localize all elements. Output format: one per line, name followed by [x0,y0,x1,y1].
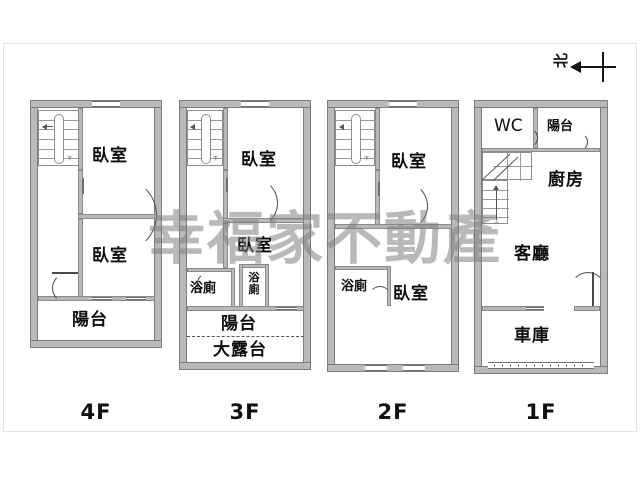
wall-exterior-top [474,100,608,108]
stair-handrail [54,114,64,164]
window-balcony-left [92,297,112,300]
room-label-balcony: 陽台 [72,310,108,330]
window-top [389,101,417,107]
staircase: 下 [38,110,80,166]
wall-exterior-left [30,100,38,348]
stair-handrail [351,114,361,164]
floor-label-2f: 2F [377,400,409,424]
garage-roller-door [488,362,594,369]
wall-wc-balcony-bottom [482,148,600,152]
staircase: 下 [335,110,376,166]
room-label-bathroom-1: 浴廁 [190,281,217,296]
floor-label-4f: 4F [80,400,112,424]
room-label-kitchen: 廚房 [548,170,584,190]
door-leaf-garage [592,272,594,306]
room-label-garage: 車庫 [514,326,550,346]
window-bottom-right [403,365,425,371]
wall-exterior-right [451,100,459,372]
floor-label-3f: 3F [229,400,261,424]
door-swing-bathroom-1 [197,272,221,296]
floor-plan-3f: 下 臥室 臥室 浴廁 浴廁 陽台 大露台 3F [179,100,311,424]
divider-balcony-terrace [187,336,304,337]
window-balcony-right [126,297,146,300]
door-swing-balcony [52,273,82,303]
room-label-balcony: 陽台 [221,314,257,334]
window-garage-partition [526,307,544,310]
wall-exterior-bottom [30,340,162,348]
door-swing-bedroom-upper [380,182,428,230]
door-swing-bathroom [369,286,391,308]
door-swing-balcony [570,133,588,151]
room-label-bedroom-2: 臥室 [237,236,273,256]
compass-horizontal-bar [574,66,616,68]
room-label-bedroom-2: 臥室 [92,246,128,266]
window-bottom-left [365,365,387,371]
door-leaf-bedroom-upper [378,182,380,196]
staircase: 下 [187,110,224,166]
wall-bathroom-top [335,266,391,270]
door-swing-garage [570,272,606,308]
stair-direction-lines [482,153,519,181]
door-leaf-bedroom-upper [226,178,228,192]
room-label-bedroom-1: 臥室 [92,146,128,166]
room-label-bedroom-1: 臥室 [241,150,277,170]
wall-exterior-right [303,100,311,370]
door-leaf-balcony [52,272,78,274]
wall-exterior-bottom [327,364,459,372]
wall-corridor-right-upper [375,170,380,226]
wall-bathroom2-right [265,264,269,308]
wall-exterior-bottom [179,362,311,370]
stair-handrail [201,114,211,164]
room-label-bathroom-2: 浴廁 [248,271,260,296]
room-label-large-terrace: 大露台 [213,340,267,360]
room-label-bathroom: 浴廁 [341,279,368,294]
room-label-bedroom-1: 臥室 [391,152,427,172]
floor-plan-4f: 下 臥室 臥室 陽台 4F [30,100,162,424]
compass-north-label: 北 [552,52,571,69]
room-label-living-room: 客廳 [514,244,550,264]
compass-north-arrow-icon: 北 [552,50,616,84]
window-top [92,101,120,107]
wall-balcony-partition [187,306,304,311]
wall-bathroom1-right [231,268,235,308]
door-leaf-bedroom-upper [82,178,84,194]
door-swing-bedroom-upper [83,178,157,252]
wall-bathroom2-left [239,264,243,308]
window-top [241,101,269,107]
door-swing-bedroom-upper [228,178,278,228]
wall-exterior-left [179,100,187,370]
staircase-lower-run: 上 [482,180,509,224]
wall-exterior-left [474,100,482,374]
compass-arrowhead [570,61,581,73]
room-label-balcony: 陽台 [547,119,574,134]
wall-corridor-right-lower [223,223,228,268]
door-swing-wc [518,128,538,148]
window-balcony [275,307,297,310]
room-label-wc: WC [494,116,523,136]
room-label-bedroom-2: 臥室 [393,284,429,304]
wall-exterior-right [600,100,608,374]
wall-bathroom-right [387,266,391,306]
floor-plan-2f: 下 臥室 臥室 浴廁 2F [327,100,459,424]
floor-label-1f: 1F [525,400,557,424]
floor-plan-1f: 上 WC 陽台 廚房 客廳 車庫 1F [474,100,608,424]
wall-wc-balcony-divider [533,108,538,148]
wall-exterior-left [327,100,335,372]
